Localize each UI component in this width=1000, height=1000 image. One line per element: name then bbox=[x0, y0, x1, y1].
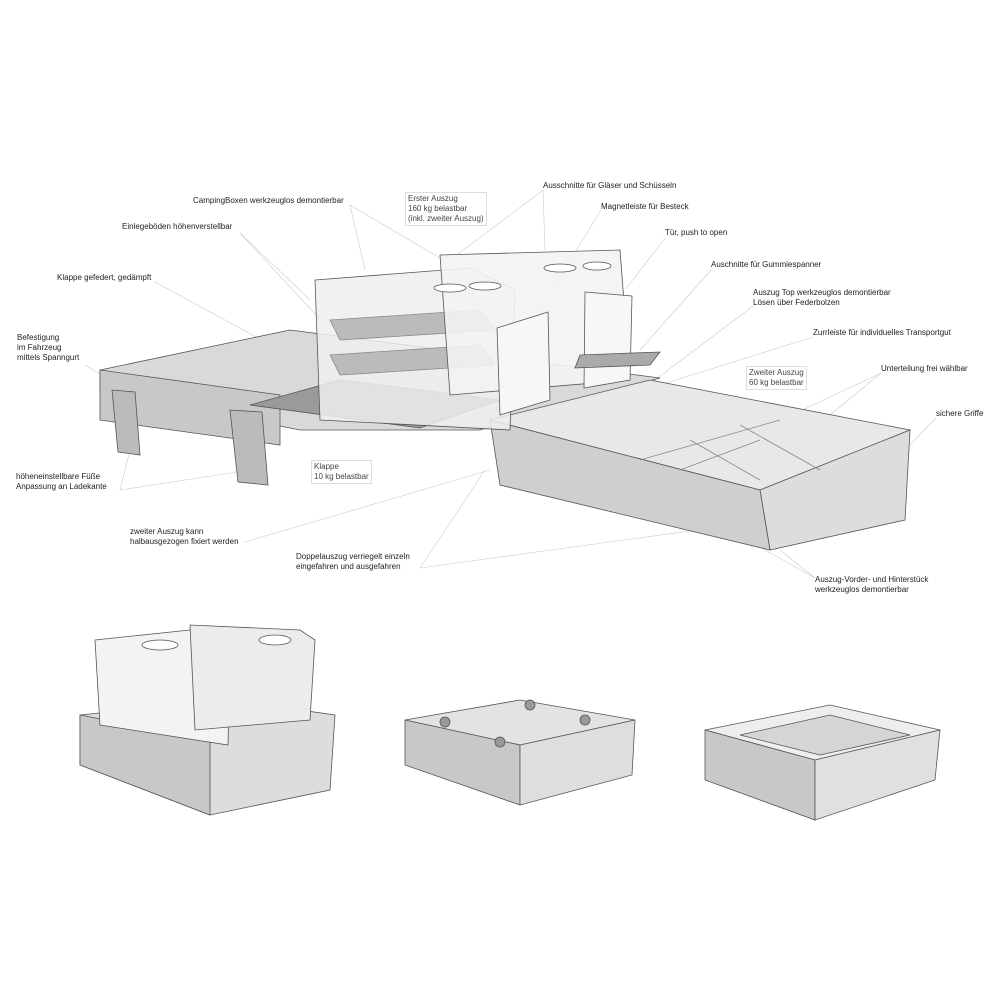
variant-drawer-only bbox=[704, 704, 941, 821]
line: mittels Spanngurt bbox=[17, 353, 80, 362]
callout-vorder-hinterstueck: Auszug-Vorder- und Hinterstück werkzeugl… bbox=[815, 575, 928, 595]
line: eingefahren und ausgefahren bbox=[296, 562, 401, 571]
callout-camping-boxen: CampingBoxen werkzeuglos demontierbar bbox=[193, 196, 344, 205]
leg-right bbox=[229, 409, 269, 486]
leg-left bbox=[111, 389, 141, 456]
line: höheneinstellbare Füße bbox=[16, 472, 101, 481]
callout-doppelauszug: Doppelauszug verriegelt einzeln eingefah… bbox=[296, 552, 410, 572]
variant-with-boxes bbox=[79, 624, 336, 816]
line: werkzeuglos demontierbar bbox=[815, 585, 909, 594]
line: Klappe bbox=[314, 462, 339, 471]
line: 60 kg belastbar bbox=[749, 378, 804, 387]
callout-fuesse: höheneinstellbare Füße Anpassung an Lade… bbox=[16, 472, 107, 492]
line: Erster Auszug bbox=[408, 194, 458, 203]
callout-befestigung: Befestigung im Fahrzeug mittels Spanngur… bbox=[17, 333, 79, 363]
callout-unterteilung: Unterteilung frei wählbar bbox=[881, 364, 968, 373]
line: Zweiter Auszug bbox=[749, 368, 804, 377]
line: 160 kg belastbar bbox=[408, 204, 468, 213]
line: Befestigung bbox=[17, 333, 60, 342]
callout-zweiter-auszug: Zweiter Auszug 60 kg belastbar bbox=[746, 366, 807, 390]
callout-klappe-last: Klappe 10 kg belastbar bbox=[311, 460, 372, 484]
line: 10 kg belastbar bbox=[314, 472, 369, 481]
callout-griffe: sichere Griffe bbox=[936, 409, 984, 418]
variant-with-top bbox=[404, 699, 636, 806]
callout-klappe-gefedert: Klappe gefedert, gedämpft bbox=[57, 273, 152, 282]
callout-einlegeboeden: Einlegeböden höhenverstellbar bbox=[122, 222, 233, 231]
line: im Fahrzeug bbox=[17, 343, 62, 352]
callout-gummiespanner: Auschnitte für Gummiespanner bbox=[711, 260, 822, 269]
dividers bbox=[639, 419, 821, 481]
line: Lösen über Federbolzen bbox=[753, 298, 840, 307]
callout-magnetleiste: Magnetleiste für Besteck bbox=[601, 202, 689, 211]
callout-zurrleiste: Zurrleiste für individuelles Transportgu… bbox=[813, 328, 951, 337]
line: Auszug Top werkzeuglos demontierbar bbox=[753, 288, 891, 297]
line: Auszug-Vorder- und Hinterstück bbox=[815, 575, 929, 584]
zurrleiste bbox=[574, 351, 661, 369]
line: zweiter Auszug kann bbox=[130, 527, 204, 536]
line: Doppelauszug verriegelt einzeln bbox=[296, 552, 410, 561]
callout-tuer: Tür, push to open bbox=[665, 228, 728, 237]
second-drawer-side bbox=[489, 419, 771, 551]
line: (inkl. zweiter Auszug) bbox=[408, 214, 484, 223]
main-assembly bbox=[99, 249, 912, 551]
door-panel-right bbox=[583, 291, 633, 389]
callout-auszug-top: Auszug Top werkzeuglos demontierbar Löse… bbox=[753, 288, 891, 308]
line: halbausgezogen fixiert werden bbox=[130, 537, 239, 546]
callout-halbausgezogen: zweiter Auszug kann halbausgezogen fixie… bbox=[130, 527, 239, 547]
callout-ausschnitte-glaeser: Ausschnitte für Gläser und Schüsseln bbox=[543, 181, 677, 190]
door-panel-left bbox=[496, 311, 551, 416]
line: Anpassung an Ladekante bbox=[16, 482, 107, 491]
callout-erster-auszug: Erster Auszug 160 kg belastbar (inkl. zw… bbox=[405, 192, 487, 226]
